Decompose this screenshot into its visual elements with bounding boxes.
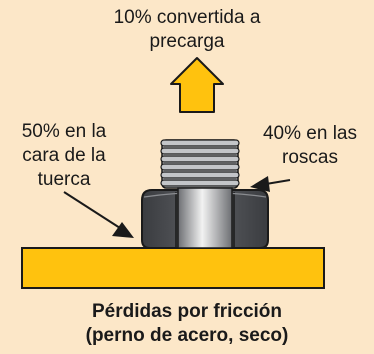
- preload-arrow: [170, 57, 224, 113]
- bolt-shank: [177, 187, 233, 249]
- threads-label-line: 40% en las: [262, 123, 357, 144]
- threads-label: 40% en las roscas: [246, 122, 374, 170]
- threads-pointer: [250, 176, 291, 192]
- bolt-threads: [160, 139, 240, 189]
- nut-face-pointer: [63, 191, 134, 238]
- threads-label-line: roscas: [282, 147, 338, 168]
- preload-label: 10% convertida a precarga: [0, 6, 374, 54]
- caption-line: Pérdidas por fricción: [91, 301, 283, 322]
- diagram-caption: Pérdidas por fricción (perno de acero, s…: [0, 300, 374, 348]
- preload-label-line: 10% convertida a: [113, 7, 261, 28]
- plate: [21, 247, 325, 289]
- nut-face-label-line: cara de la: [22, 145, 106, 166]
- preload-label-line: precarga: [149, 31, 225, 52]
- nut-face-label-line: 50% en la: [21, 121, 107, 142]
- nut-face-label-line: tuerca: [37, 169, 91, 190]
- nut-face-label: 50% en la cara de la tuerca: [2, 120, 126, 192]
- caption-line: (perno de acero, seco): [85, 325, 289, 346]
